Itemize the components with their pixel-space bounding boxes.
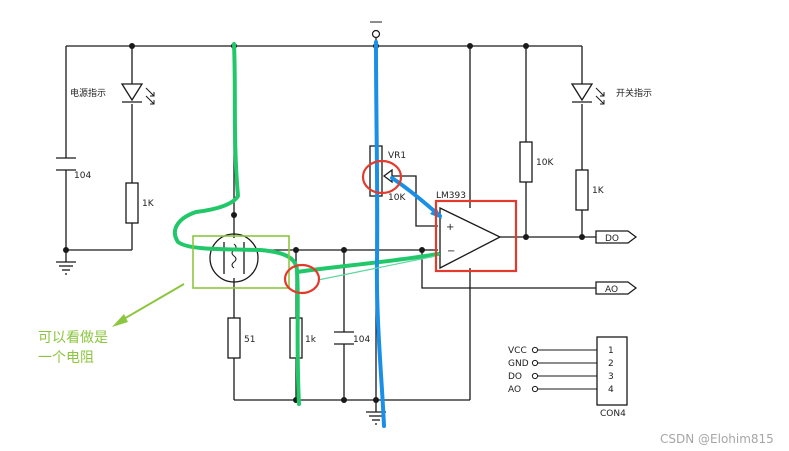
- con4-pin2-num: 2: [608, 359, 614, 369]
- connector-con4: [531, 336, 628, 406]
- red-circle-node: [283, 263, 321, 295]
- res-1k-label: 1k: [305, 335, 317, 345]
- plus-input-label: +: [446, 222, 454, 233]
- con4-pin3-num: 3: [608, 372, 614, 382]
- red-circle-pot: [361, 159, 403, 195]
- ao-terminal: [595, 281, 638, 295]
- res-left-label: 1K: [142, 199, 155, 209]
- con4-pin4-num: 4: [608, 385, 614, 395]
- annotation-line1: 可以看做是: [38, 330, 108, 346]
- res-51-label: 51: [244, 335, 255, 345]
- sensor-highlight-box: [192, 235, 290, 289]
- con4-pin1-label: VCC: [508, 346, 527, 356]
- ao-terminal-label: AO: [605, 285, 618, 295]
- capacitor-mid: [334, 331, 354, 345]
- con4-pin3-label: DO: [508, 372, 522, 382]
- power-indicator-label: 电源指示: [70, 87, 106, 99]
- ground-left-icon: [56, 261, 76, 275]
- switch-led-icon: [570, 83, 605, 105]
- res-10k-label: 10K: [536, 158, 554, 168]
- resistor-left: [125, 182, 139, 224]
- con4-name-label: CON4: [600, 409, 626, 419]
- pot-value-label: 10K: [388, 193, 406, 203]
- do-terminal-label: DO: [605, 234, 619, 244]
- capacitor-left: [56, 157, 76, 171]
- resistor-51: [227, 317, 241, 359]
- con4-pin2-label: GND: [508, 359, 529, 369]
- con4-pin1-num: 1: [608, 346, 614, 356]
- do-terminal: [595, 230, 638, 244]
- minus-input-label: −: [447, 246, 455, 257]
- switch-indicator-label: 开关指示: [616, 87, 652, 99]
- watermark: CSDN @Elohim815: [660, 432, 774, 446]
- green-highlight-to-minus: [295, 252, 440, 274]
- annotation-arrow: [121, 283, 185, 321]
- power-led-icon: [120, 83, 155, 105]
- vcc-terminal: [370, 21, 382, 39]
- annotation-line2: 一个电阻: [38, 350, 94, 366]
- photoresistor-icon: [209, 232, 262, 285]
- resistor-right: [575, 169, 589, 211]
- con4-pin4-label: AO: [508, 385, 521, 395]
- cap-left-label: 104: [74, 171, 91, 181]
- thin-green-pointer: [317, 255, 437, 281]
- comparator-icon: [439, 206, 502, 270]
- blue-highlight-path: [374, 40, 386, 428]
- red-box-comparator: [434, 199, 518, 273]
- pot-name-label: VR1: [388, 151, 406, 161]
- resistor-10k: [519, 141, 533, 183]
- green-highlight-path: [172, 42, 301, 406]
- comparator-label: LM393: [436, 191, 466, 201]
- annotation-arrow-head-icon: [112, 314, 128, 327]
- cap-mid-label: 104: [353, 335, 370, 345]
- res-right-label: 1K: [592, 186, 605, 196]
- junction-dots: [63, 43, 585, 403]
